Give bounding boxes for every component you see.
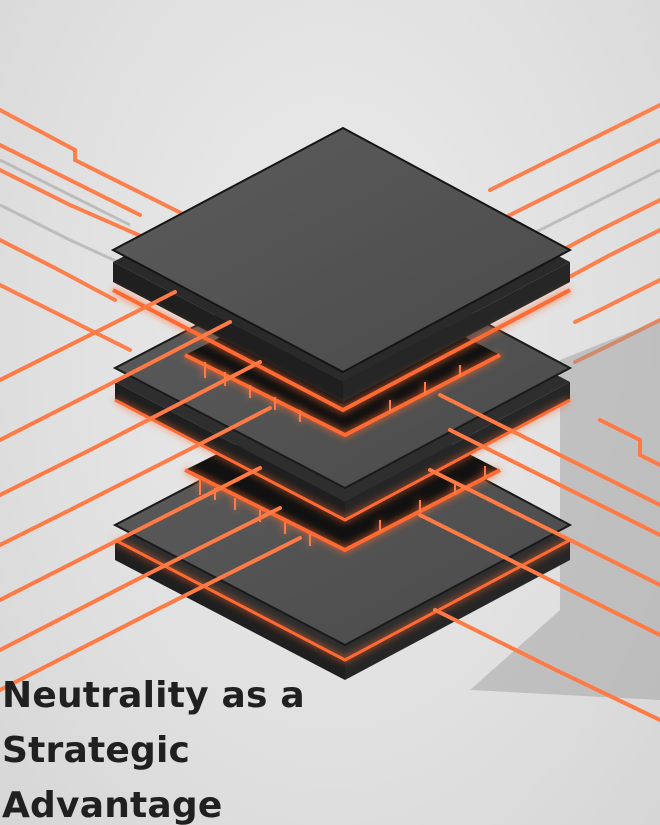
chip-shadow bbox=[470, 320, 660, 700]
headline-line-2: Strategic bbox=[2, 730, 191, 771]
chip-layer-top bbox=[110, 126, 573, 413]
headline-line-1: Neutrality as a bbox=[2, 675, 305, 716]
headline-line-3: Advantage bbox=[2, 785, 223, 825]
circuit-traces-front bbox=[0, 290, 660, 722]
circuit-traces-back bbox=[0, 103, 660, 364]
headline: Neutrality as a Strategic Advantage bbox=[2, 668, 422, 825]
